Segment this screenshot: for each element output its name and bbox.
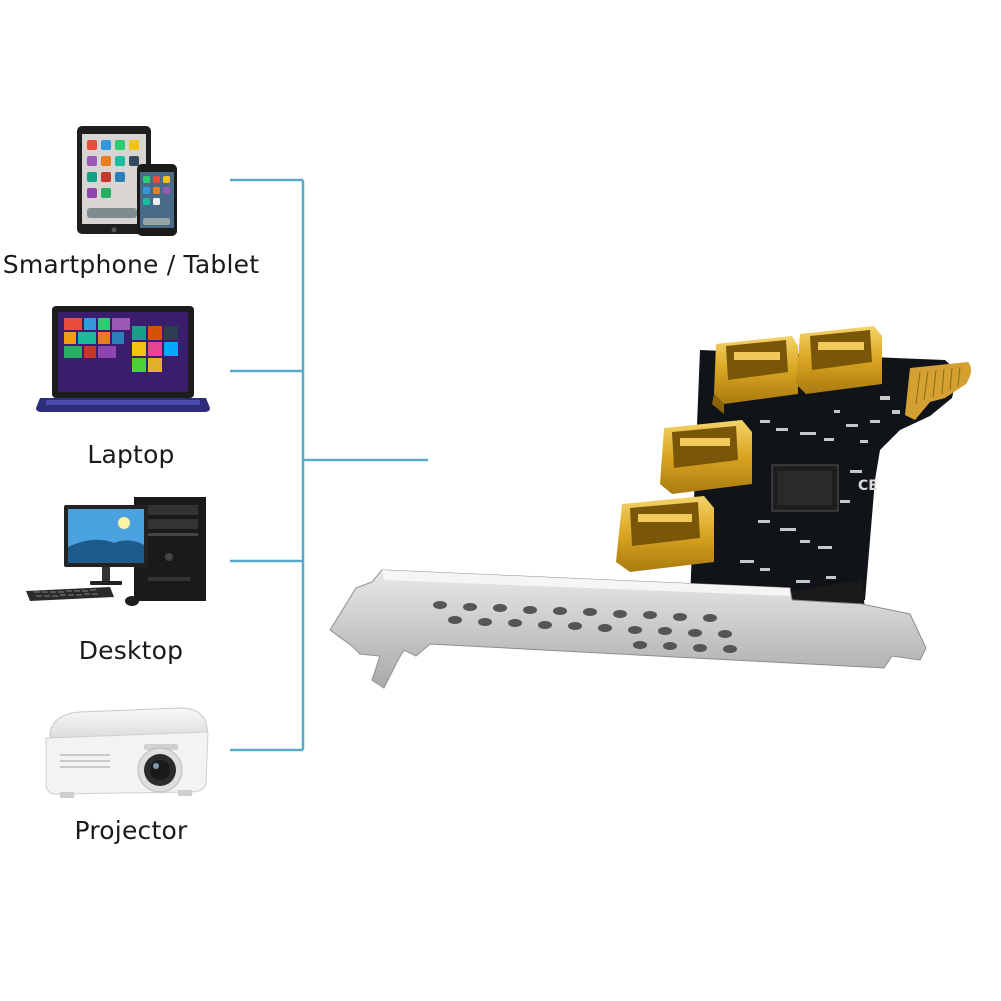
tablet-smartphone-icon: [77, 126, 177, 236]
usb-port-4: [616, 496, 714, 572]
usb-port-3: [660, 420, 752, 494]
usb-port-2: [796, 326, 882, 394]
device-label-smartphone-tablet: Smartphone / Tablet: [2, 250, 260, 279]
pcie-bracket: [329, 569, 927, 689]
device-label-projector: Projector: [74, 816, 188, 845]
device-label-desktop: Desktop: [78, 636, 184, 665]
usb-port-1: [712, 336, 798, 414]
laptop-icon: [36, 306, 210, 412]
pcb-markings: [740, 396, 900, 583]
projector-icon: [45, 707, 209, 798]
desktop-icon: [26, 497, 206, 606]
pcie-gold-fingers: [905, 362, 972, 420]
device-label-laptop: Laptop: [87, 440, 175, 469]
controller-chip: [771, 464, 839, 512]
ce-mark: CE: [858, 478, 878, 494]
